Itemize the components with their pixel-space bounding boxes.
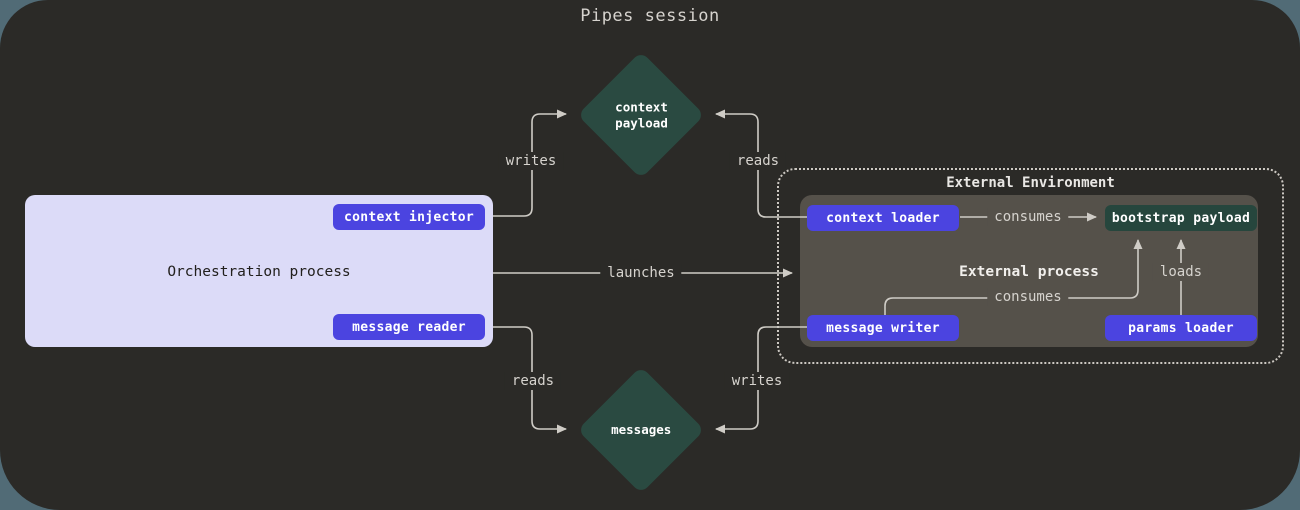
messages-label: messages — [610, 422, 672, 438]
external-environment-label: External Environment — [946, 175, 1115, 191]
edge-label-writes-top: writes — [498, 152, 564, 170]
node-params-loader: params loader — [1105, 315, 1257, 341]
edge-label-launches: launches — [600, 264, 682, 282]
node-context-injector: context injector — [333, 204, 485, 230]
orchestration-process-label: Orchestration process — [167, 264, 351, 280]
node-context-loader: context loader — [807, 205, 959, 231]
edge-label-reads-top: reads — [729, 152, 787, 170]
edge-label-consumes-top: consumes — [987, 208, 1069, 226]
edge-label-writes-bottom: writes — [724, 372, 790, 390]
edge-label-consumes-bottom: consumes — [987, 288, 1069, 306]
external-environment-group — [777, 168, 1284, 364]
edge-label-reads-bottom: reads — [504, 372, 562, 390]
edge-label-loads: loads — [1152, 263, 1210, 281]
context-payload-label: context payload — [614, 99, 668, 130]
node-message-reader: message reader — [333, 314, 485, 340]
node-bootstrap-payload: bootstrap payload — [1105, 205, 1257, 231]
page-title: Pipes session — [580, 6, 720, 26]
node-message-writer: message writer — [807, 315, 959, 341]
